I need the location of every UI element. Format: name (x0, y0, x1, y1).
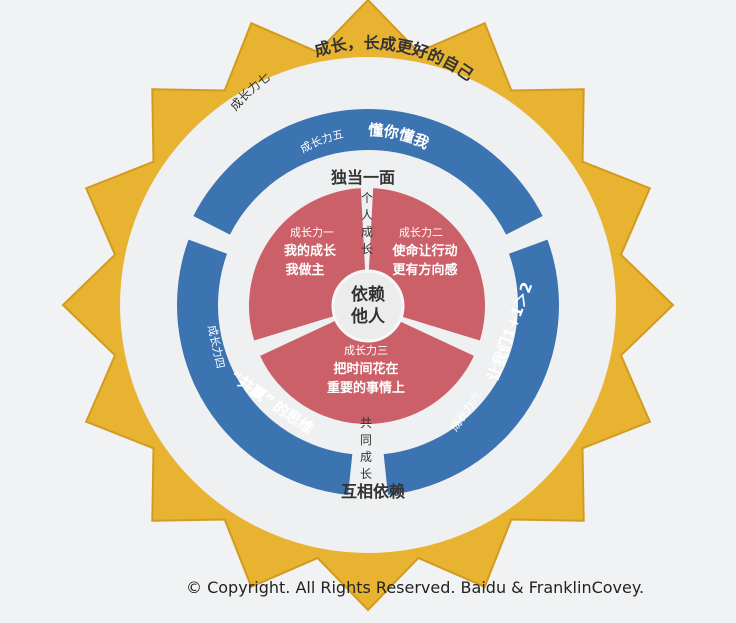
red3-label: 成长力三 (344, 344, 388, 357)
gap-bottom-label: 共 同 成 长 (360, 416, 372, 481)
red-segment-3 (260, 306, 474, 424)
blue-top-center: 独当一面 (331, 168, 395, 187)
blue-segment-left (176, 239, 353, 495)
red2-line2: 更有方向感 (392, 262, 457, 278)
center-line2: 他人 (350, 306, 386, 327)
svg-text:长: 长 (360, 467, 372, 481)
red2-label: 成长力二 (399, 226, 443, 239)
svg-text:个: 个 (361, 191, 373, 205)
svg-text:成: 成 (360, 450, 372, 464)
red2-line1: 使命让行动 (391, 243, 457, 259)
center-circle (331, 269, 405, 343)
center-line1: 依赖 (351, 284, 385, 305)
svg-text:共: 共 (360, 416, 372, 430)
gap-top-label: 个 人 成 长 (361, 191, 373, 256)
red3-line2: 重要的事情上 (327, 380, 405, 396)
blue-segment-right (383, 239, 559, 495)
blue-bottom-center: 互相依赖 (341, 482, 405, 501)
copyright-notice: © Copyright. All Rights Reserved. Baidu … (186, 578, 645, 597)
red1-label: 成长力一 (290, 226, 334, 239)
red3-line1: 把时间花在 (333, 361, 398, 377)
red1-line2: 我做主 (285, 262, 324, 278)
svg-text:长: 长 (361, 242, 373, 256)
svg-text:成: 成 (361, 225, 373, 239)
blue-segment-top (193, 108, 543, 235)
svg-text:人: 人 (361, 208, 373, 222)
svg-text:同: 同 (360, 433, 372, 447)
red1-line1: 我的成长 (284, 243, 337, 259)
